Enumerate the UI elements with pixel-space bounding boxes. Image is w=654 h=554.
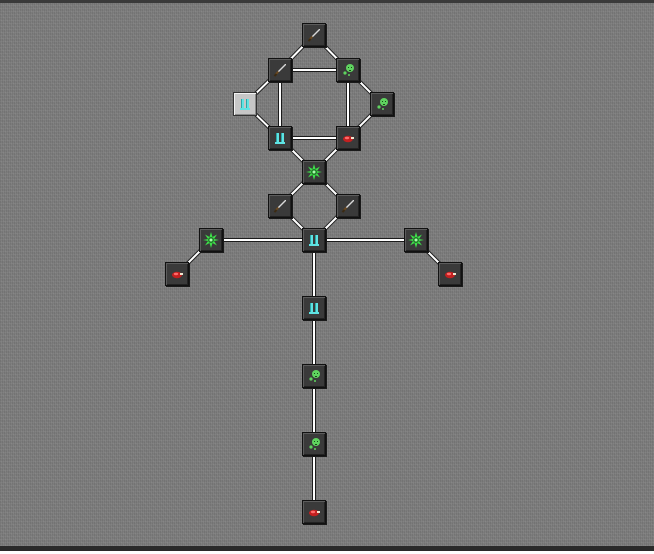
- skill-node-n10[interactable]: [336, 194, 360, 218]
- sword-icon: [272, 198, 288, 214]
- boots-icon: [237, 96, 253, 112]
- skill-node-n1[interactable]: [302, 23, 326, 47]
- skill-node-n3[interactable]: [336, 58, 360, 82]
- sword-icon: [272, 62, 288, 78]
- meat-icon: [306, 504, 322, 520]
- burst-icon: [306, 164, 322, 180]
- burst-icon: [203, 232, 219, 248]
- skill-node-n4[interactable]: [233, 92, 257, 116]
- meat-icon: [340, 130, 356, 146]
- meat-icon: [442, 266, 458, 282]
- slime-icon: [340, 62, 356, 78]
- skill-node-n18[interactable]: [302, 432, 326, 456]
- slime-icon: [374, 96, 390, 112]
- meat-icon: [169, 266, 185, 282]
- boots-icon: [272, 130, 288, 146]
- skill-node-n16[interactable]: [302, 296, 326, 320]
- slime-icon: [306, 368, 322, 384]
- boots-icon: [306, 232, 322, 248]
- skill-node-n17[interactable]: [302, 364, 326, 388]
- skill-node-n14[interactable]: [165, 262, 189, 286]
- skill-node-n2[interactable]: [268, 58, 292, 82]
- skill-node-n19[interactable]: [302, 500, 326, 524]
- skill-node-n13[interactable]: [404, 228, 428, 252]
- sword-icon: [340, 198, 356, 214]
- connector-lines: [175, 33, 452, 512]
- slime-icon: [306, 436, 322, 452]
- skill-node-n5[interactable]: [370, 92, 394, 116]
- skill-node-n11[interactable]: [302, 228, 326, 252]
- skill-node-n12[interactable]: [199, 228, 223, 252]
- skill-node-n7[interactable]: [336, 126, 360, 150]
- boots-icon: [306, 300, 322, 316]
- sword-icon: [306, 27, 322, 43]
- burst-icon: [408, 232, 424, 248]
- skill-node-n15[interactable]: [438, 262, 462, 286]
- skill-node-n6[interactable]: [268, 126, 292, 150]
- skill-node-n8[interactable]: [302, 160, 326, 184]
- skill-node-n9[interactable]: [268, 194, 292, 218]
